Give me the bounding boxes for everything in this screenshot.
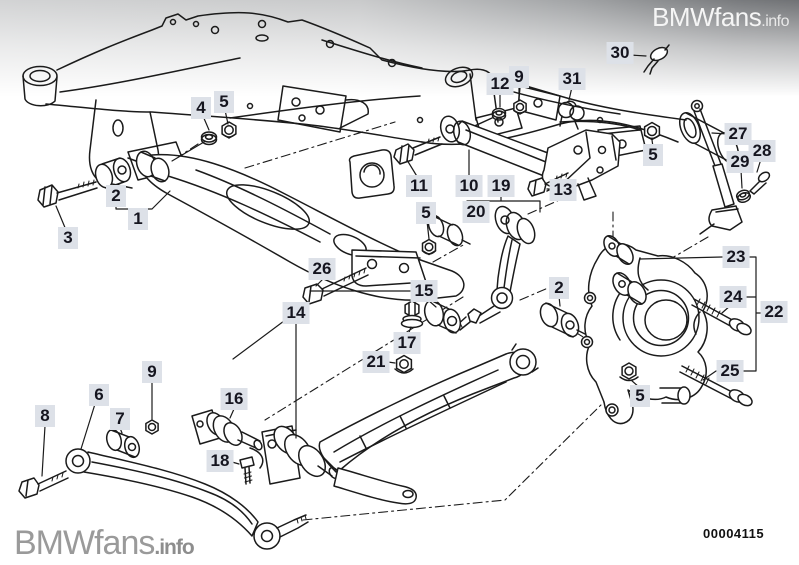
part-label-28[interactable]: 28: [748, 140, 776, 162]
part-label-26[interactable]: 26: [308, 258, 336, 280]
part-label-2b[interactable]: 2: [549, 277, 569, 299]
bushing-15-group-drawing: [394, 299, 462, 374]
lower-control-arm-drawing: [127, 150, 465, 301]
part-label-14[interactable]: 14: [282, 302, 310, 324]
bolt-25-drawing: [679, 365, 753, 407]
footer-logo[interactable]: BMWfans.info: [14, 524, 195, 563]
part-label-7[interactable]: 7: [110, 408, 130, 430]
part-label-5b[interactable]: 5: [643, 144, 663, 166]
part-label-5d[interactable]: 5: [630, 385, 650, 407]
stabilizer-link-drawing: [690, 99, 771, 235]
part-label-1[interactable]: 1: [128, 208, 148, 230]
part-label-23[interactable]: 23: [722, 246, 750, 268]
bolt-24-drawing: [691, 298, 752, 336]
part-label-6[interactable]: 6: [89, 384, 109, 406]
part-label-22[interactable]: 22: [760, 301, 788, 323]
part-label-16[interactable]: 16: [220, 388, 248, 410]
part-label-21[interactable]: 21: [362, 351, 390, 373]
part-label-4[interactable]: 4: [191, 97, 211, 119]
bushing-2-rear-drawing: [539, 302, 586, 338]
part-label-13[interactable]: 13: [549, 179, 577, 201]
footer-logo-suffix: .info: [154, 536, 194, 559]
part-label-5[interactable]: 5: [214, 91, 234, 113]
part-label-19[interactable]: 19: [487, 175, 515, 197]
part-label-25[interactable]: 25: [716, 360, 744, 382]
part-label-24[interactable]: 24: [719, 286, 747, 308]
footer-logo-main: BMWfans: [14, 524, 155, 562]
clip-30-drawing: [643, 44, 670, 75]
part-label-31[interactable]: 31: [558, 68, 586, 90]
header-logo-suffix: .info: [761, 13, 789, 30]
wheel-carrier-drawing: [580, 234, 708, 425]
part-label-18[interactable]: 18: [206, 450, 234, 472]
part-label-3[interactable]: 3: [58, 227, 78, 249]
washer-4-nut-5-drawing: [200, 121, 237, 146]
bolt-3-drawing: [37, 179, 98, 208]
part-label-20[interactable]: 20: [462, 201, 490, 223]
part-label-9[interactable]: 9: [509, 66, 529, 88]
part-label-17[interactable]: 17: [393, 332, 421, 354]
part-label-30[interactable]: 30: [606, 42, 634, 64]
part-label-29[interactable]: 29: [726, 151, 754, 173]
part-label-11[interactable]: 11: [406, 175, 432, 197]
small-hardware-top-drawing: [491, 99, 661, 141]
part-label-5c[interactable]: 5: [416, 202, 436, 224]
part-label-8[interactable]: 8: [35, 405, 55, 427]
part-label-9b[interactable]: 9: [142, 361, 162, 383]
diagram-number: 00004115: [703, 526, 765, 541]
bushing-2-front-drawing: [94, 157, 132, 189]
part-label-10[interactable]: 10: [455, 175, 483, 197]
header-logo-main: BMWfans: [652, 2, 762, 32]
header-logo[interactable]: BMWfans.info: [652, 2, 789, 33]
part-label-15[interactable]: 15: [410, 280, 438, 302]
nut-5-middle-drawing: [421, 238, 437, 256]
part-label-27[interactable]: 27: [724, 123, 752, 145]
trailing-arm-drawing: [261, 343, 539, 505]
part-label-12[interactable]: 12: [486, 73, 514, 95]
bolt-26-drawing: [302, 267, 369, 305]
upper-link-drawing: [393, 115, 621, 201]
bushing-16-drawing: [191, 409, 264, 485]
part-label-2[interactable]: 2: [106, 185, 126, 207]
